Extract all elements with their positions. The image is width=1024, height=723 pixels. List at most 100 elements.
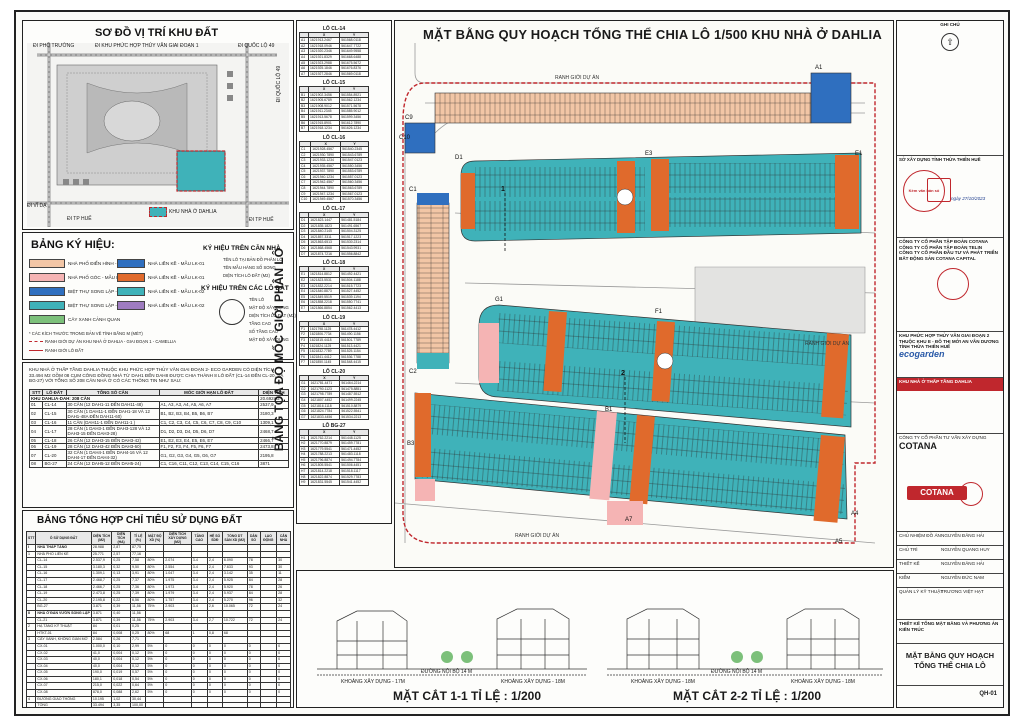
cell xyxy=(25,682,37,691)
col-header: DIỆN TÍCH XÂY DỰNG (M2) xyxy=(163,531,192,545)
cell: 7,36 xyxy=(129,583,147,592)
lot-legend-item: TÊN LÔ xyxy=(249,297,265,302)
cell: TỔNG xyxy=(35,702,92,707)
col-header: TỔNG SỐ CĂN xyxy=(65,388,160,397)
cell: 2,6 xyxy=(206,603,223,611)
cell: 878,0 xyxy=(90,689,113,697)
cell: CX-05 xyxy=(35,669,92,677)
cell xyxy=(276,623,291,631)
dahlia-swatch xyxy=(149,207,167,217)
cell: 0 xyxy=(206,649,223,658)
cell: 3-4 xyxy=(190,590,208,598)
legend-label: NHÀ PHỐ GÓC - MẪU NP-05 xyxy=(68,275,130,280)
cell xyxy=(190,550,208,559)
cell: 68 xyxy=(221,629,248,638)
coord-cell: 1621925.1846 xyxy=(308,65,341,72)
lot-mark-e1: E1 xyxy=(855,151,863,157)
coord-cell: 1621915.8901 xyxy=(308,119,341,127)
coord-col-header: Y xyxy=(339,31,369,39)
coord-cell: 561487.5512 xyxy=(339,391,369,398)
house-legend-item: DIỆN TÍCH LÔ ĐẤT (M2) xyxy=(223,273,270,278)
col-header: TẦNG CAO xyxy=(190,531,208,545)
cell: 6,56 xyxy=(129,596,147,605)
coord-cell: 1621805.5541 xyxy=(308,462,341,470)
lot-mark-a1: A1 xyxy=(815,65,823,71)
cell: ĐƯỜNG GIAO THÔNG xyxy=(35,695,92,704)
swatch-lk01-blue xyxy=(117,259,145,268)
cell: 0,40 xyxy=(111,609,131,618)
cell: 2,87 xyxy=(111,544,131,552)
lot-legend-item: TẦNG CAO xyxy=(249,321,271,326)
coord-cell: 561494.7784 xyxy=(339,456,369,464)
cell: 0 xyxy=(246,675,261,684)
block-cl17-18 xyxy=(478,304,852,428)
cell xyxy=(25,596,37,605)
cell: 0,64 xyxy=(129,682,147,691)
cell: 84 xyxy=(90,629,113,638)
group-area: 20.692m2 xyxy=(258,395,289,403)
cell: 2 xyxy=(25,623,37,631)
map-label-quoc-lo: ĐI QUỐC LỘ 49 xyxy=(238,43,275,49)
col-header: CĂN NHÀ xyxy=(276,531,291,545)
cell: CL-19 xyxy=(35,590,92,598)
cell: 3.871 xyxy=(90,616,113,625)
staff-role: CHỦ NHIỆM ĐỒ ÁN xyxy=(899,533,941,538)
col-header: STT xyxy=(25,531,37,545)
cell: CL-14 xyxy=(35,557,92,565)
coord-cell: 561626.1234 xyxy=(339,125,369,132)
cell xyxy=(259,669,278,677)
cell: 11 CĂN (DAH11-1 ĐẾN DAH11-1 ) xyxy=(65,418,160,427)
cell: 0 xyxy=(246,642,261,651)
cell: 0,008 xyxy=(111,629,131,638)
cell: 33.494 xyxy=(90,702,113,707)
cell: CL-20 xyxy=(35,596,92,605)
cell xyxy=(25,689,37,697)
cell xyxy=(259,570,278,578)
cell: 30,44 xyxy=(129,695,147,704)
cell: 0,32 xyxy=(111,563,131,572)
cell: 0,25 xyxy=(111,557,131,565)
cell: 80% xyxy=(145,570,165,578)
swatch-bl-teal xyxy=(29,301,65,310)
coord-cell: 561585.9012 xyxy=(339,108,369,115)
cell: 0 xyxy=(190,656,208,664)
boundary-line-sample xyxy=(29,341,43,342)
coord-cell: 1621823.5531 xyxy=(308,277,341,284)
notes-heading: GHI CHÚ xyxy=(940,22,960,27)
coord-cell: 561541.4452 xyxy=(339,479,369,486)
consultant-stamp xyxy=(959,482,983,506)
cell: 11,56 xyxy=(129,603,147,611)
coord-cell: C10 xyxy=(298,196,312,203)
cell: 2.903 xyxy=(163,603,192,611)
map-label-khu-phuc-hop: ĐI KHU PHỨC HỢP THỦY VÂN GIAI ĐOẠN 1 xyxy=(95,43,199,49)
cell xyxy=(221,623,248,631)
coord-cell: 561471.4452 xyxy=(339,445,369,453)
cell: 190,0 xyxy=(90,669,113,677)
cell xyxy=(163,636,192,644)
lot-mark-c9: C9 xyxy=(405,115,413,121)
swatch-lk01-orange xyxy=(117,273,145,282)
cell: 30 CĂN (12 DAH1-11 ĐẾN DAH11-48) xyxy=(65,401,160,409)
cell: 5.925 xyxy=(221,576,248,585)
cell: 7,58 xyxy=(129,557,147,565)
lot-table-panel: KHU NHÀ Ở THẤP TẦNG DAHLIA THUỘC KHU PHỨ… xyxy=(22,362,294,508)
cell: NHÀ THẤP TẦNG xyxy=(35,544,92,552)
cell xyxy=(163,609,192,618)
cell: 0 xyxy=(276,682,291,691)
cell xyxy=(221,636,248,644)
cell: 2.903 xyxy=(163,616,192,625)
